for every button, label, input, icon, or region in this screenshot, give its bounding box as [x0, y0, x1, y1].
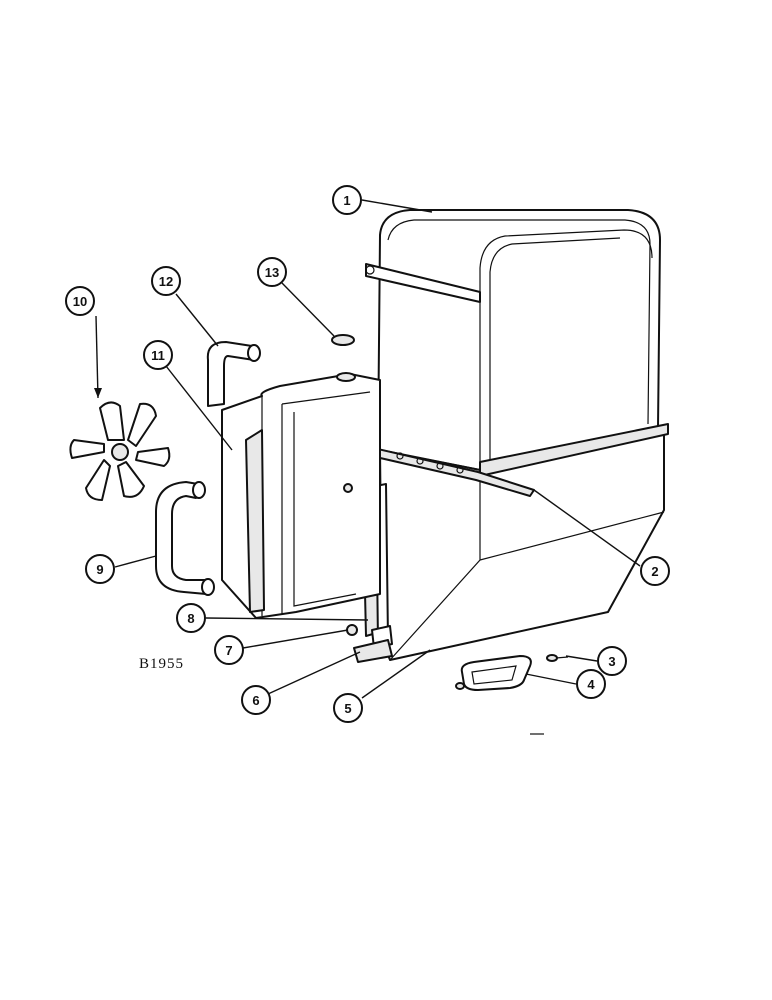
callout-12: 12 — [151, 266, 181, 296]
radiator-part-11 — [221, 373, 381, 619]
fan-part-10 — [69, 401, 171, 501]
callout-11: 11 — [143, 340, 173, 370]
callout-label: 7 — [225, 643, 232, 658]
lower-hose-part-9 — [155, 481, 215, 596]
tank-lower-part-5 — [379, 423, 669, 661]
callout-label: 11 — [151, 348, 165, 363]
leader-lines — [94, 199, 641, 699]
callout-label: 5 — [344, 701, 351, 716]
callout-label: 2 — [651, 564, 658, 579]
fastener-part-3 — [455, 654, 569, 690]
callout-label: 1 — [343, 193, 350, 208]
radiator-cap-part-13 — [331, 334, 356, 382]
callout-label: 13 — [265, 265, 279, 280]
callout-3: 3 — [597, 646, 627, 676]
callout-10: 10 — [65, 286, 95, 316]
callout-1: 1 — [332, 185, 362, 215]
bracket-foot-part-6 — [353, 639, 393, 663]
callout-label: 4 — [587, 677, 595, 692]
callout-label: 3 — [608, 654, 615, 669]
callout-2: 2 — [640, 556, 670, 586]
callout-4: 4 — [576, 669, 606, 699]
callout-label: 8 — [187, 611, 194, 626]
callout-label: 12 — [159, 274, 173, 289]
callout-label: 9 — [96, 562, 103, 577]
callout-7: 7 — [214, 635, 244, 665]
upper-hose-part-12 — [206, 341, 261, 407]
callout-6: 6 — [241, 685, 271, 715]
drawing-code: B1955 — [139, 656, 184, 672]
callout-label: 6 — [252, 693, 259, 708]
tank-upper-part-1 — [365, 209, 661, 471]
callout-9: 9 — [85, 554, 115, 584]
callout-8: 8 — [176, 603, 206, 633]
callout-5: 5 — [333, 693, 363, 723]
gasket-part-4 — [460, 655, 532, 691]
callout-label: 10 — [73, 294, 87, 309]
callout-13: 13 — [257, 257, 287, 287]
nut-part-7 — [346, 624, 358, 636]
